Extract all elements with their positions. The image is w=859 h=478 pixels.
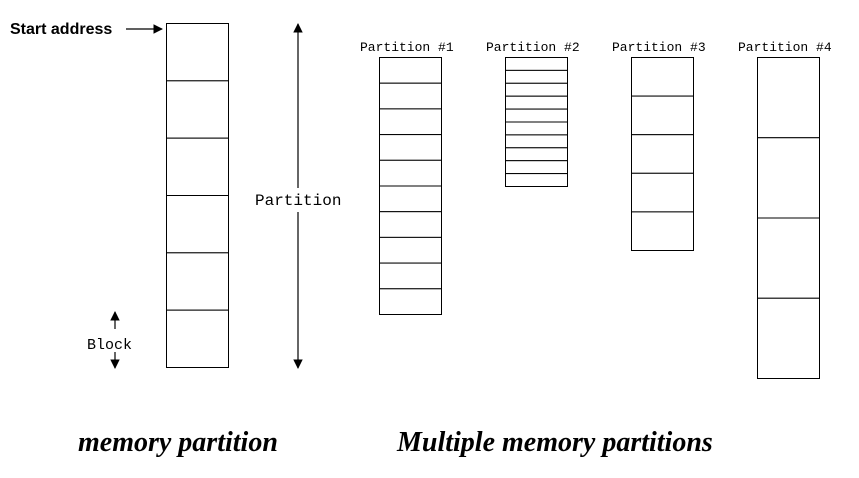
- partition-1-block: [379, 57, 442, 84]
- partition-2-block: [505, 134, 568, 149]
- partition-1-block: [379, 134, 442, 161]
- partition-label-background: [250, 188, 360, 212]
- partition-1-block: [379, 108, 442, 136]
- block-label: Block: [87, 337, 132, 354]
- single-partition-block: [166, 309, 229, 368]
- start-address-label: Start address: [10, 21, 112, 38]
- single-partition: [166, 23, 229, 368]
- caption-multiple-memory-partitions: Multiple memory partitions: [396, 427, 713, 458]
- partition-1-block: [379, 236, 442, 264]
- partition-2-block: [505, 95, 568, 110]
- partition-2-block: [505, 160, 568, 175]
- partition-3-block: [631, 57, 694, 97]
- partition-2-label: Partition #2: [486, 40, 580, 55]
- partition-2-column: [505, 57, 568, 188]
- partition-1-block: [379, 211, 442, 238]
- partition-1-label: Partition #1: [360, 40, 454, 55]
- partition-3-block: [631, 95, 694, 136]
- partition-1-block: [379, 262, 442, 290]
- single-partition-block: [166, 80, 229, 139]
- caption-memory-partition: memory partition: [78, 427, 278, 458]
- partition-3-block: [631, 211, 694, 251]
- partition-3-block: [631, 134, 694, 174]
- partition-3-column: [631, 57, 694, 251]
- partition-label: Partition: [255, 192, 341, 210]
- partition-3-label: Partition #3: [612, 40, 706, 55]
- partition-2-block: [505, 57, 568, 71]
- partition-2-block: [505, 82, 568, 97]
- partition-4-block: [757, 297, 820, 379]
- partition-4-block: [757, 137, 820, 219]
- partition-1-block: [379, 82, 442, 110]
- partition-4-block: [757, 57, 820, 139]
- partition-1-block: [379, 288, 442, 315]
- partition-2-block: [505, 69, 568, 84]
- partition-4-label: Partition #4: [738, 40, 832, 55]
- partition-2-block: [505, 147, 568, 162]
- partition-1-column: [379, 57, 442, 315]
- partition-2-block: [505, 108, 568, 123]
- partition-4-column: [757, 57, 820, 379]
- partition-1-block: [379, 159, 442, 187]
- single-partition-block: [166, 23, 229, 82]
- partition-3-block: [631, 172, 694, 213]
- partition-2-block: [505, 173, 568, 188]
- single-partition-block: [166, 252, 229, 311]
- single-partition-block: [166, 137, 229, 197]
- partition-2-block: [505, 121, 568, 136]
- partition-4-block: [757, 217, 820, 299]
- partition-1-block: [379, 185, 442, 213]
- multiple-partitions: Partition #1 Partition #2 Partition #3 Part…: [360, 40, 832, 379]
- single-partition-column: [166, 23, 229, 368]
- single-partition-block: [166, 195, 229, 254]
